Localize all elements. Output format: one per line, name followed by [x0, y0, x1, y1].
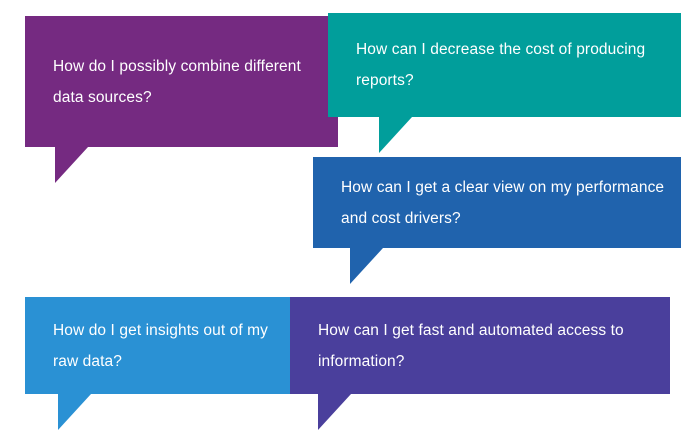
bubble-text: How do I possibly combine different data… [53, 57, 301, 106]
bubble-tail [379, 117, 412, 153]
bubble-fast-automated-access: How can I get fast and automated access … [290, 297, 670, 430]
bubble-tail [58, 394, 91, 430]
bubble-tail [55, 147, 88, 183]
bubble-text: How can I get a clear view on my perform… [341, 178, 665, 227]
bubble-text: How can I get fast and automated access … [318, 321, 624, 370]
bubble-text: How do I get insights out of my raw data… [53, 321, 269, 370]
bubble-body: How can I get fast and automated access … [290, 297, 670, 394]
bubble-tail [350, 248, 383, 284]
bubble-body: How do I possibly combine different data… [25, 16, 338, 147]
bubble-body: How can I decrease the cost of producing… [328, 13, 681, 117]
bubble-combine-data-sources: How do I possibly combine different data… [25, 16, 338, 183]
bubble-tail [318, 394, 351, 430]
bubble-decrease-cost-of-reports: How can I decrease the cost of producing… [328, 13, 681, 153]
bubble-body: How can I get a clear view on my perform… [313, 157, 681, 248]
bubble-body: How do I get insights out of my raw data… [25, 297, 308, 394]
bubble-text: How can I decrease the cost of producing… [356, 41, 646, 89]
bubble-insights-out-of-raw-data: How do I get insights out of my raw data… [25, 297, 308, 430]
bubble-clear-view-on-performance: How can I get a clear view on my perform… [313, 157, 681, 284]
